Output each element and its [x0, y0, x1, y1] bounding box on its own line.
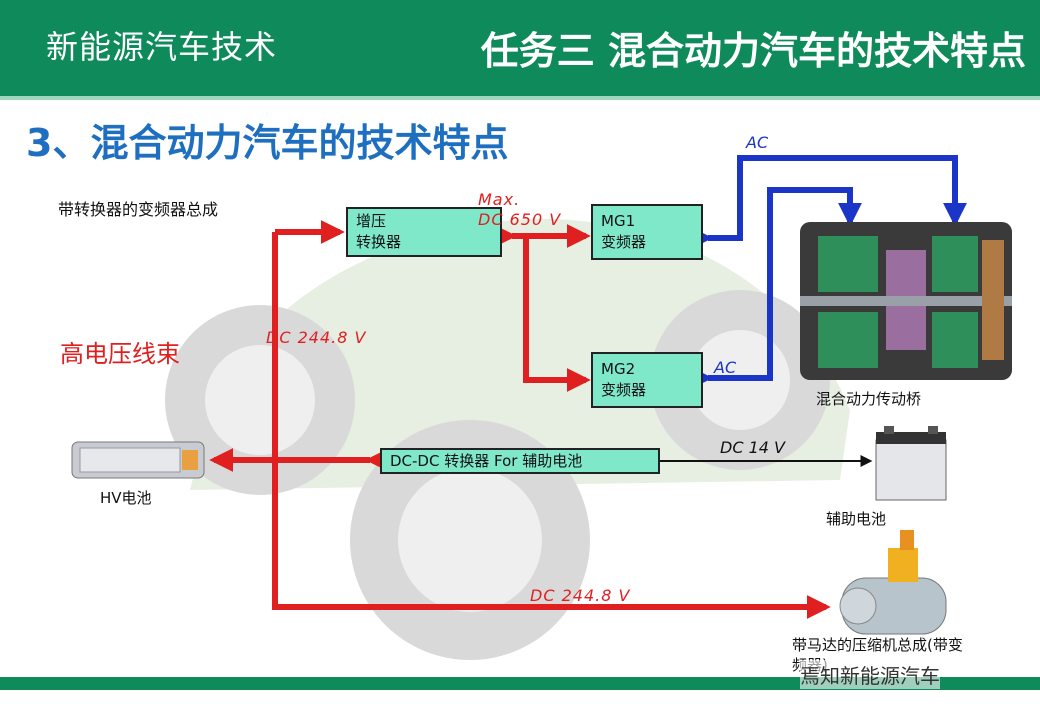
- mg2-inverter-box: MG2 变频器: [591, 352, 703, 408]
- section-title: 3、混合动力汽车的技术特点: [26, 121, 509, 165]
- footer-bar: [0, 677, 1040, 690]
- transaxle-image: [800, 222, 1012, 380]
- compressor-caption-line1: 带马达的压缩机总成(带变: [792, 636, 963, 654]
- boost-converter-line2: 转换器: [356, 233, 402, 251]
- mg1-line2: 变频器: [601, 233, 647, 251]
- mg2-line2: 变频器: [601, 381, 647, 399]
- hv-harness-label: 高电压线束: [60, 340, 180, 368]
- dc-main-label: DC 244.8 V: [266, 328, 367, 347]
- header-divider: [0, 96, 1040, 100]
- ac-top-label: AC: [746, 133, 769, 152]
- mg1-inverter-box: MG1 变频器: [591, 204, 703, 260]
- hv-battery-caption: HV电池: [100, 489, 152, 507]
- dcdc-converter-box: DC-DC 转换器 For 辅助电池: [380, 448, 660, 474]
- task-title: 任务三 混合动力汽车的技术特点: [480, 29, 1026, 73]
- dc-bottom-label: DC 244.8 V: [530, 586, 631, 605]
- mg2-line1: MG2: [601, 360, 636, 378]
- transaxle-caption: 混合动力传动桥: [816, 390, 922, 408]
- ac-mg2-path: [688, 187, 862, 390]
- background-car-illustration: [165, 218, 850, 660]
- course-title: 新能源汽车技术: [46, 28, 278, 66]
- hv-battery-image: [71, 441, 205, 479]
- boost-to-mg2: [523, 236, 591, 392]
- max-voltage-line2: DC 650 V: [478, 210, 562, 229]
- max-voltage-line1: Max.: [478, 190, 521, 209]
- compressor-image: [839, 530, 947, 635]
- boost-converter-line1: 增压: [356, 212, 387, 230]
- mg1-line1: MG1: [601, 212, 636, 230]
- aux-battery-caption: 辅助电池: [826, 510, 887, 528]
- aux-battery-image: [875, 426, 947, 501]
- dcdc-label: DC-DC 转换器 For 辅助电池: [390, 452, 583, 470]
- ac-mid-label: AC: [714, 358, 737, 377]
- inverter-assembly-label: 带转换器的变频器总成: [58, 200, 219, 219]
- boost-converter-box: 增压 转换器: [346, 207, 502, 257]
- dc-aux-label: DC 14 V: [720, 438, 785, 457]
- watermark: 焉知新能源汽车: [800, 660, 940, 689]
- header-bar: [0, 0, 1040, 96]
